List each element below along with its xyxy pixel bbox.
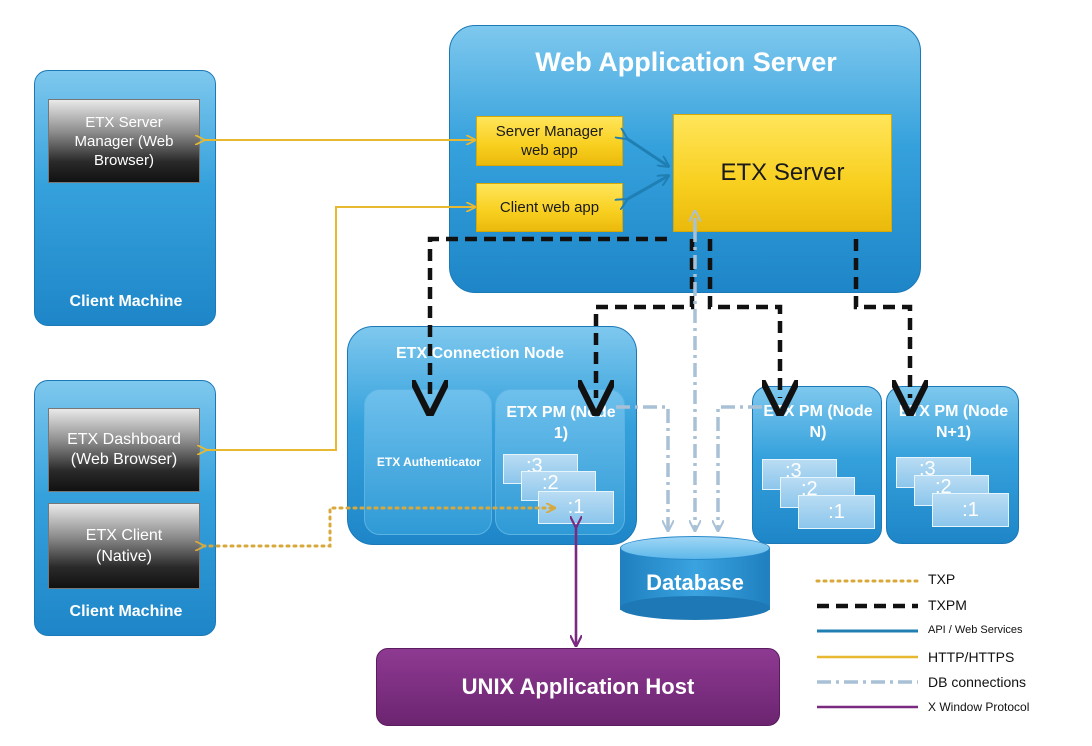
txp-connector-native-client xyxy=(203,508,554,546)
client-web-app[interactable]: Client web app xyxy=(476,183,623,232)
authenticator-label: ETX Authenticator xyxy=(376,455,482,469)
database-bottom xyxy=(620,596,770,620)
database[interactable]: Database xyxy=(620,536,770,620)
server-manager-web-app-label: Server Manager web app xyxy=(495,123,604,159)
etx-native-client[interactable]: ETX Client (Native) xyxy=(48,503,200,589)
session-3-label: :3 xyxy=(919,458,936,480)
legend-label-txp: TXP xyxy=(928,571,956,587)
client-machine-top: ETX Server Manager (Web Browser) Client … xyxy=(34,70,216,326)
session-1[interactable]: :1 xyxy=(798,495,875,529)
etx-native-client-label: ETX Client (Native) xyxy=(85,527,163,565)
db-pm-node-n-to-db xyxy=(718,405,762,530)
legend: TXP TXPM API / Web Services HTTP/HTTPS D… xyxy=(928,571,1078,721)
session-2-label: :2 xyxy=(801,478,818,500)
http-connector-dashboard xyxy=(205,207,474,450)
txpm-to-authenticator xyxy=(430,236,667,398)
etx-dashboard-browser[interactable]: ETX Dashboard (Web Browser) xyxy=(48,408,200,492)
session-1-label: :1 xyxy=(962,498,979,521)
database-label: Database xyxy=(646,570,744,595)
client-machine-label: Client Machine xyxy=(69,603,183,620)
session-3-label: :3 xyxy=(785,460,802,482)
legend-label-xwin: X Window Protocol xyxy=(928,700,1030,714)
txpm-to-pm-node-n xyxy=(707,239,780,398)
etx-server-manager-label: ETX Server Manager (Web Browser) xyxy=(74,113,174,169)
server-manager-web-app[interactable]: Server Manager web app xyxy=(476,116,623,166)
legend-label-txpm: TXPM xyxy=(928,597,967,613)
txpm-to-pm-node-1 xyxy=(596,239,695,398)
session-1[interactable]: :1 xyxy=(932,493,1009,527)
etx-dashboard-label: ETX Dashboard (Web Browser) xyxy=(67,431,181,468)
client-machine-bottom: ETX Dashboard (Web Browser) ETX Client (… xyxy=(34,380,216,636)
legend-label-db: DB connections xyxy=(928,674,1027,690)
api-connector-server-manager xyxy=(626,138,668,166)
api-connector-client-web-app xyxy=(626,176,668,200)
unix-application-host[interactable]: UNIX Application Host xyxy=(376,648,780,726)
database-top xyxy=(620,536,770,560)
etx-server-manager-browser[interactable]: ETX Server Manager (Web Browser) xyxy=(48,99,200,183)
session-1-label: :1 xyxy=(567,496,585,518)
web-application-server: Web Application Server Server Manager we… xyxy=(449,25,921,293)
session-1-label: :1 xyxy=(828,500,845,523)
etx-server[interactable]: ETX Server xyxy=(673,114,892,232)
db-connectors xyxy=(616,212,762,530)
legend-label-http: HTTP/HTTPS xyxy=(928,649,1015,665)
session-2-label: :2 xyxy=(542,472,559,494)
legend-label-api: API / Web Services xyxy=(928,624,1023,636)
txpm-connectors xyxy=(430,236,910,398)
etx-pm-node-n1[interactable]: ETX PM (Node N+1) :3 :2 :1 xyxy=(886,386,1019,544)
session-2-label: :2 xyxy=(935,476,952,498)
client-machine-label: Client Machine xyxy=(69,293,183,310)
db-pm-node-1-to-db xyxy=(616,405,668,530)
txpm-to-pm-node-n1 xyxy=(853,239,910,398)
legend-lines xyxy=(815,579,920,709)
web-app-server-title: Web Application Server xyxy=(535,46,837,77)
